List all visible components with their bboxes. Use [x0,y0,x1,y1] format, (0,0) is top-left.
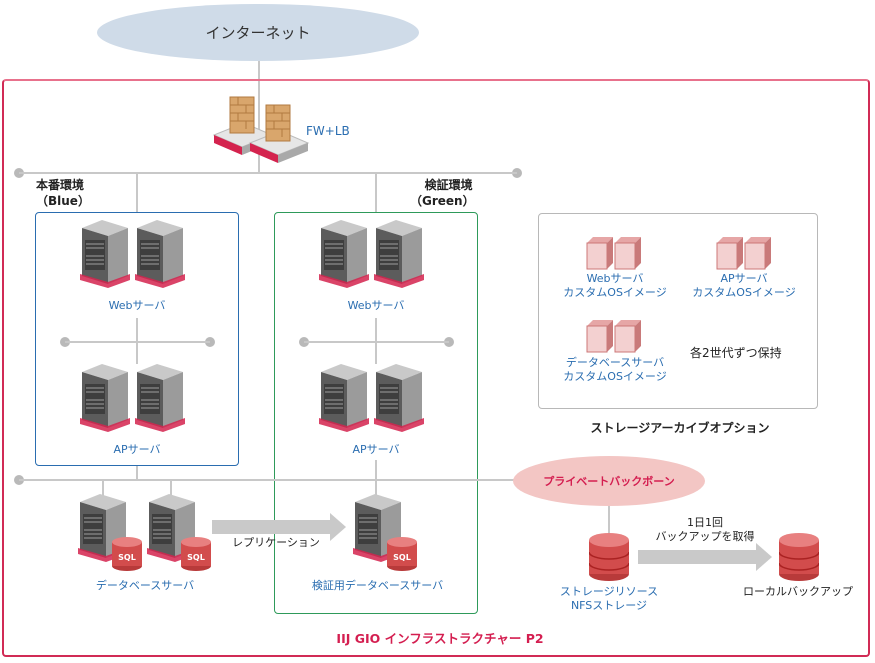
backbone-storage-link [608,506,610,536]
storage-label-line2: NFSストレージ [570,599,648,612]
green-env-sub: （Green） [410,194,475,208]
green-env-name: 検証環境 [424,178,473,192]
fw-lb-label: FW+LB [306,124,350,138]
archive-title: ストレージアーカイブオプション [590,421,770,435]
green-ap-label: APサーバ [352,443,400,456]
archive-item-db: データベースサーバ カスタムOSイメージ [555,356,675,384]
bus-end-dot [512,168,522,178]
svg-text:SQL: SQL [393,553,411,562]
archive-item-ap-line1: APサーバ [720,272,768,285]
sql-db-2-icon: SQL [181,536,211,572]
backbone-bus [19,479,519,481]
blue-env-name: 本番環境 [36,178,85,192]
backup-line2: バックアップを取得 [655,530,755,543]
replication-arrow [212,513,346,541]
blue-env-sub: （Blue） [36,194,90,208]
internet-uplink [258,61,260,173]
archive-retention-note: 各2世代ずつ保持 [690,346,782,360]
local-backup-label: ローカルバックアップ [743,585,853,598]
backbone-label: プライベートバックボーン [543,475,675,488]
db2-link [170,480,172,500]
local-backup-icon [779,532,819,582]
svg-text:SQL: SQL [187,553,205,562]
blue-web-server-1-icon [80,220,130,288]
archive-item-web: Webサーバ カスタムOSイメージ [555,272,675,300]
backup-line1: 1日1回 [687,516,723,529]
blue-ap-label: APサーバ [113,443,161,456]
db-server-label: データベースサーバ [95,579,195,592]
replica-db-label: 検証用データベースサーバ [311,579,444,592]
nfs-storage-icon [589,532,629,582]
archive-item-db-line1: データベースサーバ [565,356,665,369]
svg-text:SQL: SQL [118,553,136,562]
blue-ap-server-2-icon [135,364,185,432]
sql-db-replica-icon: SQL [387,536,417,572]
ap-image-icon [715,235,775,271]
top-network-bus [19,172,517,174]
blue-downlink [136,466,138,480]
platform-frame [2,79,870,657]
storage-label: ストレージリソース NFSストレージ [549,585,669,613]
storage-label-line1: ストレージリソース [559,585,659,598]
archive-item-web-line2: カスタムOSイメージ [563,286,667,299]
bus-end-dot [205,337,215,347]
blue-env-title: 本番環境 （Blue） [36,177,90,209]
internet-label: インターネット [205,24,311,42]
internet-node: インターネット [97,4,419,61]
green-web-server-1-icon [319,220,369,288]
green-uplink [375,173,377,213]
firewall-lb-icon [212,96,310,163]
db1-link [102,480,104,500]
green-ap-server-1-icon [319,364,369,432]
green-env-title: 検証環境 （Green） [410,177,475,209]
replication-label: レプリケーション [232,536,320,549]
blue-web-label: Webサーバ [108,299,166,312]
db-image-icon [585,318,645,354]
private-backbone-node: プライベートバックボーン [513,456,705,506]
archive-item-ap-line2: カスタムOSイメージ [692,286,796,299]
backup-schedule-label: 1日1回 バックアップを取得 [640,516,770,544]
backup-arrow [638,543,772,571]
green-web-server-2-icon [374,220,424,288]
platform-title: IIJ GIO インフラストラクチャー P2 [336,631,544,646]
blue-web-server-2-icon [135,220,185,288]
archive-item-db-line2: カスタムOSイメージ [563,370,667,383]
storage-archive-box [538,213,818,409]
green-environment-box [274,212,478,614]
green-ap-server-2-icon [374,364,424,432]
sql-db-1-icon: SQL [112,536,142,572]
blue-ap-server-1-icon [80,364,130,432]
web-image-icon [585,235,645,271]
blue-uplink [136,173,138,213]
green-web-label: Webサーバ [347,299,405,312]
bus-end-dot [444,337,454,347]
archive-item-web-line1: Webサーバ [586,272,644,285]
archive-item-ap: APサーバ カスタムOSイメージ [684,272,804,300]
blue-environment-box [35,212,239,466]
green-internal-bus [304,341,449,343]
blue-internal-bus [65,341,210,343]
